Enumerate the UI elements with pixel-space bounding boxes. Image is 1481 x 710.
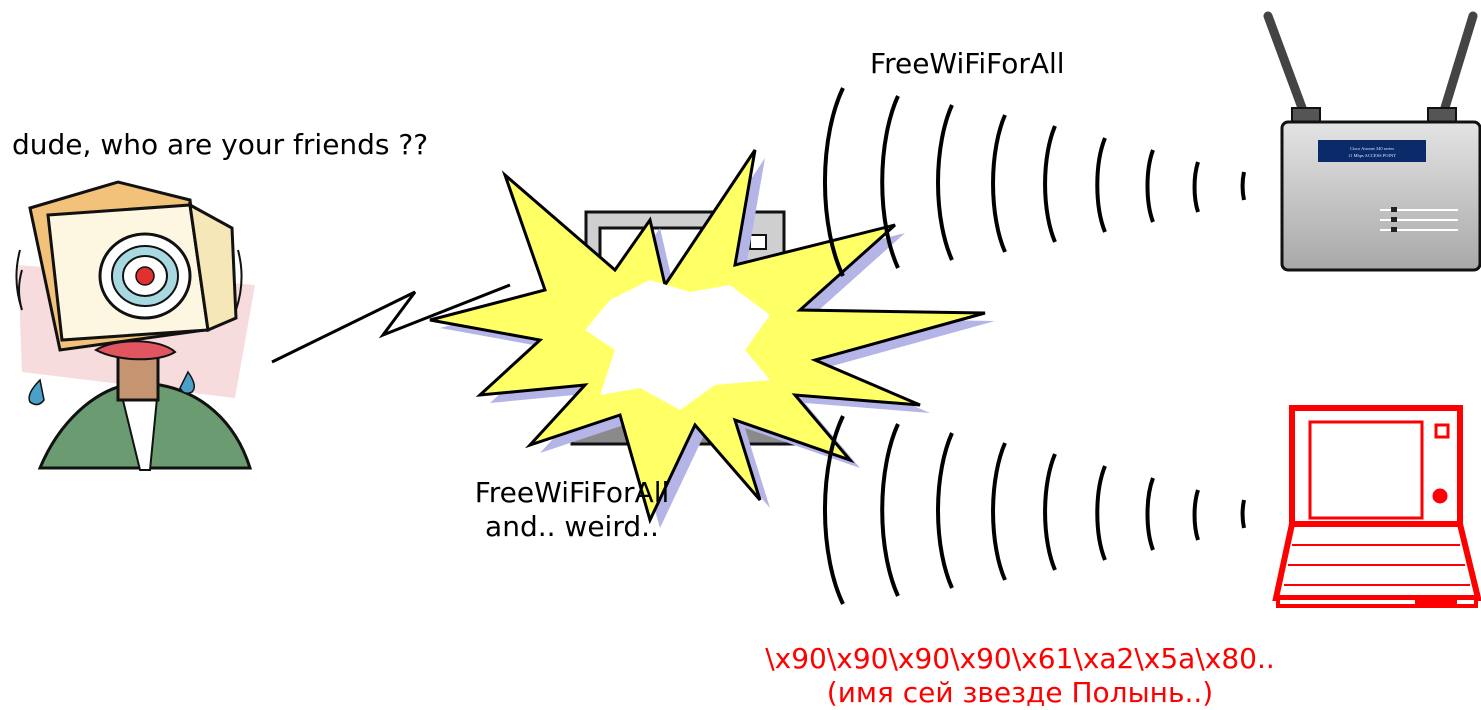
ap-front-panel [1318,140,1426,162]
attacker-laptop [1272,405,1481,608]
ap-ssid-label: FreeWiFiForAll [870,47,1065,80]
attacker-payload-line2: (имя сей звезде Полынь..) [826,676,1214,709]
attacker-payload-line1: \x90\x90\x90\x90\x61\xa2\x5a\x80.. [765,642,1275,675]
access-point [1263,11,1481,272]
victim-question-label: dude, who are your friends ?? [12,128,429,161]
victim-probe-line2: and.. weird.. [485,510,659,543]
victim-figure [15,180,255,471]
explosion-burst [429,149,995,528]
ap-model-line1: Cisco Aironet 340 series [1350,146,1394,151]
victim-probe-label: FreeWiFiForAll and.. weird.. [452,476,692,544]
attacker-wave-arcs [822,415,1246,605]
ap-wave-arcs [822,87,1246,277]
victim-probe-line1: FreeWiFiForAll [474,476,670,509]
attacker-payload-label: \x90\x90\x90\x90\x61\xa2\x5a\x80.. (имя … [690,642,1350,710]
lightning-bolt [271,283,511,364]
ap-model-line2: 11 Mbps ACCESS POINT [1348,153,1396,158]
